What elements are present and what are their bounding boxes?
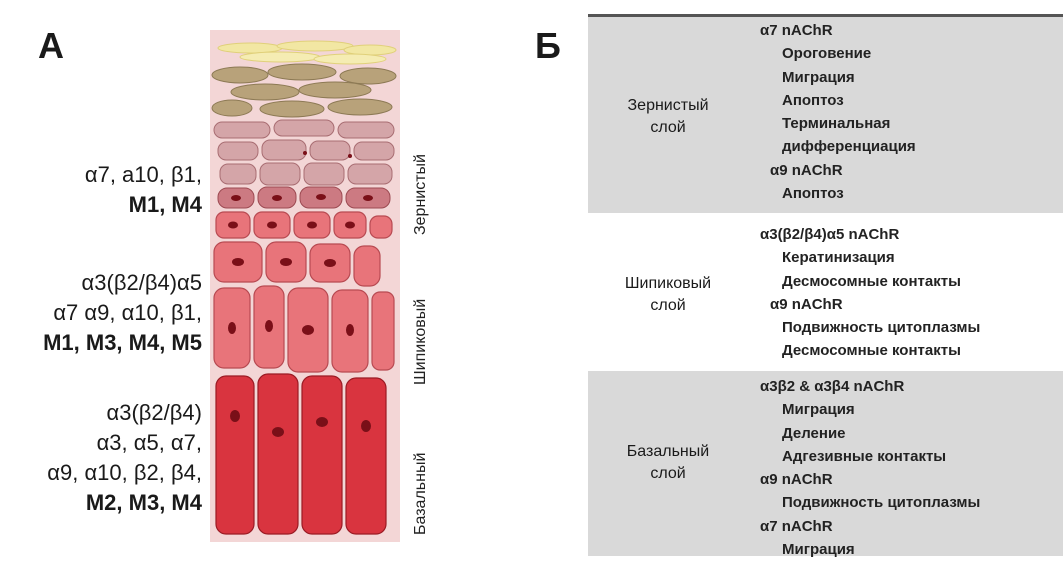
table-row-granular: Зернистый слой α7 nAChR Ороговение Мигра… — [588, 17, 1063, 213]
list-item: Кератинизация — [760, 246, 980, 269]
basal-receptor-line-2: α3, α5, α7, — [2, 428, 202, 458]
spinous-layer-vlabel: Шипиковый — [412, 299, 430, 385]
list-item: Миграция — [760, 66, 916, 89]
layer-name-basal: Базальный слой — [588, 441, 748, 485]
list-item: Апоптоз — [760, 89, 916, 112]
list-item: α7 nAChR — [760, 515, 980, 538]
layer-name-granular: Зернистый слой — [588, 95, 748, 139]
functions-table: Зернистый слой α7 nAChR Ороговение Мигра… — [588, 14, 1063, 556]
list-item: α3β2 & α3β4 nAChR — [760, 375, 980, 398]
panel-a-letter: А — [38, 28, 64, 64]
list-item: Миграция — [760, 538, 980, 561]
basal-receptor-line-4: M2, M3, M4 — [2, 488, 202, 518]
list-item: α3(β2/β4)α5 nAChR — [760, 223, 980, 246]
list-item: Терминальная — [760, 112, 916, 135]
layer-name-line: Зернистый — [588, 95, 748, 117]
basal-receptor-line-1: α3(β2/β4) — [2, 398, 202, 428]
list-item: Апоптоз — [760, 182, 916, 205]
list-item: α7 nAChR — [760, 19, 916, 42]
epidermis-illustration — [210, 30, 400, 542]
list-item: Адгезивные контакты — [760, 445, 980, 468]
spinous-receptor-line-1: α3(β2/β4)α5 — [2, 268, 202, 298]
list-item: Ороговение — [760, 42, 916, 65]
spinous-receptor-label: α3(β2/β4)α5 α7 α9, α10, β1, M1, M3, M4, … — [2, 268, 202, 358]
list-item: Десмосомные контакты — [760, 270, 980, 293]
layer-name-line: Базальный — [588, 441, 748, 463]
panel-b-letter: Б — [535, 28, 561, 64]
table-row-basal: Базальный слой α3β2 & α3β4 nAChR Миграци… — [588, 371, 1063, 556]
layer-name-line: слой — [588, 295, 748, 317]
table-row-spinous: Шипиковый слой α3(β2/β4)α5 nAChR Кератин… — [588, 219, 1063, 371]
basal-layer-vlabel: Базальный — [412, 453, 430, 535]
list-item: дифференциация — [760, 135, 916, 158]
list-item: α9 nAChR — [760, 159, 916, 182]
list-item: α9 nAChR — [760, 468, 980, 491]
granular-receptor-label: α7, a10, β1, M1, M4 — [2, 160, 202, 220]
list-item: Десмосомные контакты — [760, 339, 980, 362]
basal-receptor-line-3: α9, α10, β2, β4, — [2, 458, 202, 488]
granular-layer-vlabel: Зернистый — [412, 154, 430, 235]
granular-receptor-line-2: M1, M4 — [2, 190, 202, 220]
list-item: Миграция — [760, 398, 980, 421]
granular-receptor-line-1: α7, a10, β1, — [2, 160, 202, 190]
spinous-receptor-line-3: M1, M3, M4, M5 — [2, 328, 202, 358]
function-list-granular: α7 nAChR Ороговение Миграция Апоптоз Тер… — [760, 19, 916, 205]
layer-name-spinous: Шипиковый слой — [588, 273, 748, 317]
list-item: Подвижность цитоплазмы — [760, 491, 980, 514]
layer-name-line: Шипиковый — [588, 273, 748, 295]
layer-name-line: слой — [588, 117, 748, 139]
list-item: Подвижность цитоплазмы — [760, 316, 980, 339]
layer-name-line: слой — [588, 463, 748, 485]
basal-receptor-label: α3(β2/β4) α3, α5, α7, α9, α10, β2, β4, M… — [2, 398, 202, 518]
function-list-spinous: α3(β2/β4)α5 nAChR Кератинизация Десмосом… — [760, 223, 980, 363]
upper-granular-cells — [212, 64, 396, 117]
function-list-basal: α3β2 & α3β4 nAChR Миграция Деление Адгез… — [760, 375, 980, 561]
list-item: Деление — [760, 422, 980, 445]
list-item: α9 nAChR — [760, 293, 980, 316]
spinous-receptor-line-2: α7 α9, α10, β1, — [2, 298, 202, 328]
